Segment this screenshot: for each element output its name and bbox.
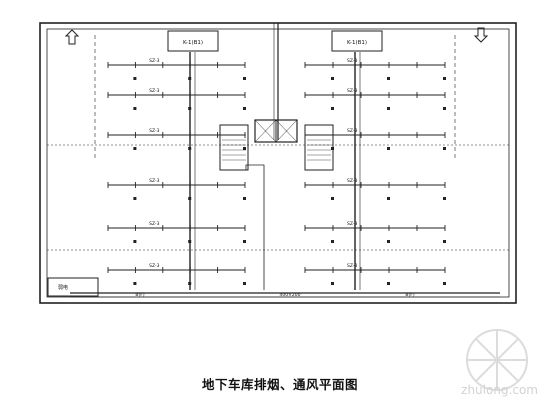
small-room-label: 弱电: [58, 284, 68, 291]
column-mark: [331, 147, 334, 150]
column-mark: [387, 197, 390, 200]
column-mark: [133, 77, 137, 80]
duct-label: SZ-3: [149, 178, 159, 184]
right-branch-row: SZ-3: [304, 88, 446, 110]
duct-label: SZ-3: [347, 58, 357, 64]
column-mark: [443, 77, 446, 80]
fan-room-left: [167, 30, 219, 52]
duct-label: SZ-3: [347, 88, 357, 94]
fan-room-right: [331, 30, 383, 52]
column-mark: [331, 240, 334, 243]
drawing-caption: 地下车库排烟、通风平面图: [201, 377, 358, 392]
duct-label: SZ-3: [149, 263, 159, 269]
column-mark: [243, 197, 246, 200]
right-branch-row: SZ-3: [304, 263, 446, 285]
column-mark: [443, 147, 446, 150]
branch-ducts-right: SZ-3SZ-3SZ-3SZ-3SZ-3SZ-3: [304, 58, 446, 285]
column-mark: [243, 240, 246, 243]
column-mark: [331, 77, 334, 80]
arrow-up-icon: [64, 29, 80, 45]
duct-label: SZ-3: [149, 88, 159, 94]
watermark-text: zhulong.com: [461, 383, 538, 397]
column-mark: [188, 147, 192, 150]
column-mark: [243, 147, 246, 150]
column-mark: [188, 107, 192, 110]
column-mark: [443, 197, 446, 200]
column-mark: [133, 107, 137, 110]
column-mark: [443, 107, 446, 110]
column-mark: [443, 240, 446, 243]
left-branch-row: SZ-3: [107, 128, 246, 150]
left-branch-row: SZ-3: [107, 58, 246, 80]
duct-label: SZ-3: [347, 221, 357, 227]
right-branch-row: SZ-3: [304, 58, 446, 80]
column-mark: [188, 282, 192, 285]
column-mark: [331, 197, 334, 200]
right-branch-row: SZ-3: [304, 178, 446, 200]
watermark-logo: [466, 329, 528, 391]
column-mark: [387, 282, 390, 285]
stair-right: [304, 124, 334, 171]
column-mark: [133, 282, 137, 285]
small-room: [47, 277, 99, 297]
column-mark: [387, 77, 390, 80]
left-branch-row: SZ-3: [107, 88, 246, 110]
column-mark: [243, 77, 246, 80]
column-mark: [188, 240, 192, 243]
column-mark: [133, 147, 137, 150]
left-branch-row: SZ-3: [107, 178, 246, 200]
duct-label: SZ-3: [149, 58, 159, 64]
column-mark: [243, 107, 246, 110]
left-branch-row: SZ-3: [107, 221, 246, 243]
column-mark: [133, 240, 137, 243]
fan-room-label-left: K-1(B1): [183, 40, 203, 46]
duct-tag: B(F): [405, 292, 414, 298]
stair-left: [219, 124, 249, 171]
duct-label: SZ-3: [149, 221, 159, 227]
column-mark: [243, 282, 246, 285]
column-mark: [188, 197, 192, 200]
fan-room-label-right: K-1(B1): [347, 40, 367, 46]
duct-label: SZ-3: [347, 128, 357, 134]
column-mark: [387, 107, 390, 110]
duct-label: SZ-3: [347, 178, 357, 184]
column-mark: [331, 282, 334, 285]
right-branch-row: SZ-3: [304, 221, 446, 243]
column-mark: [387, 240, 390, 243]
column-mark: [443, 282, 446, 285]
branch-ducts-left: SZ-3SZ-3SZ-3SZ-3SZ-3SZ-3: [107, 58, 246, 285]
duct-tag: 400×200: [280, 292, 301, 298]
duct-tag: B(F): [135, 292, 144, 298]
right-branch-row: SZ-3: [304, 128, 446, 150]
column-mark: [188, 77, 192, 80]
duct-label: SZ-3: [347, 263, 357, 269]
column-mark: [331, 107, 334, 110]
column-mark: [387, 147, 390, 150]
arrow-down-icon: [473, 27, 489, 43]
column-mark: [133, 197, 137, 200]
duct-label: SZ-3: [149, 128, 159, 134]
left-branch-row: SZ-3: [107, 263, 246, 285]
